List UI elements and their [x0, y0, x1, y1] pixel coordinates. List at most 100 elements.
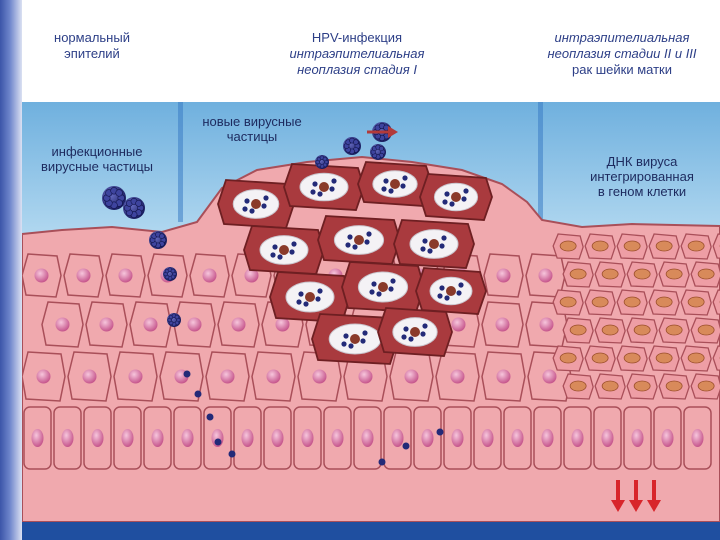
basal-cell	[264, 407, 291, 469]
epithelial-cell	[22, 254, 61, 297]
dysplastic-cell	[585, 234, 615, 259]
epithelial-cell	[436, 352, 479, 401]
dysplastic-cell	[659, 318, 689, 343]
basal-cell	[654, 407, 681, 469]
infected-cell	[342, 262, 424, 312]
dysplastic-cell	[681, 234, 711, 259]
epithelial-cell	[106, 254, 145, 297]
virus-particle-icon	[123, 197, 145, 219]
dysplastic-cell	[691, 318, 720, 343]
epithelial-cell	[64, 254, 103, 297]
header-stage1-line: неоплазия стадия I	[247, 62, 467, 78]
header-normal-line: эпителий	[32, 46, 152, 62]
dysplastic-cell	[649, 234, 679, 259]
virus-dot	[184, 371, 191, 378]
basal-cell	[474, 407, 501, 469]
epithelial-cell	[22, 352, 65, 401]
dysplastic-cell	[553, 346, 583, 371]
epithelial-cell	[114, 352, 157, 401]
basal-cell	[564, 407, 591, 469]
dysplastic-cell	[585, 290, 615, 315]
header-stage2-line: интраэпителиальная	[517, 30, 720, 46]
basal-cell	[54, 407, 81, 469]
basal-cell	[414, 407, 441, 469]
epithelial-cell	[174, 302, 215, 347]
header-neoplasia-stage2-3: интраэпителиальная неоплазия стадии II и…	[517, 30, 720, 78]
basal-cell	[384, 407, 411, 469]
infected-cell	[394, 220, 474, 268]
dysplastic-cell	[563, 318, 593, 343]
dysplastic-cell	[595, 262, 625, 287]
basal-cell	[324, 407, 351, 469]
infected-cell	[244, 226, 324, 274]
label-new-line: новые вирусные	[192, 114, 312, 129]
basal-cell	[114, 407, 141, 469]
epithelial-cell	[190, 254, 229, 297]
dysplastic-cell	[617, 346, 647, 371]
epithelial-cell	[482, 302, 523, 347]
infected-cell	[284, 164, 364, 210]
header-stage2-line: неоплазия стадии II и III	[517, 46, 720, 62]
epithelial-cell	[130, 302, 171, 347]
dysplastic-cell	[691, 262, 720, 287]
dysplastic-cell	[649, 346, 679, 371]
bottom-strip	[22, 522, 720, 540]
dysplastic-cell	[659, 262, 689, 287]
basal-cell	[174, 407, 201, 469]
header-stage2-line: рак шейки матки	[517, 62, 720, 78]
label-new-virus-particles: новые вирусные частицы	[192, 114, 312, 144]
infected-cell	[378, 308, 452, 356]
dysplastic-cell	[595, 318, 625, 343]
epithelial-cell	[68, 352, 111, 401]
header-stage1-line: HPV-инфекция	[247, 30, 467, 46]
virus-particle-icon	[343, 137, 361, 155]
dysplastic-cell	[627, 374, 657, 399]
epithelial-cell	[86, 302, 127, 347]
virus-particle-icon	[167, 313, 181, 327]
infected-cell	[416, 268, 486, 314]
infected-cell	[318, 216, 400, 264]
epithelial-cell	[252, 352, 295, 401]
label-dna-line: интегрированная	[577, 169, 707, 184]
dysplastic-cell	[659, 374, 689, 399]
dysplastic-cell	[595, 374, 625, 399]
header-band: нормальный эпителий HPV-инфекция интраэп…	[22, 0, 720, 102]
infected-cell	[218, 180, 294, 228]
header-normal-epithelium: нормальный эпителий	[32, 30, 152, 62]
dysplastic-cell	[691, 374, 720, 399]
basal-cell	[144, 407, 171, 469]
dysplastic-cell	[563, 374, 593, 399]
basal-cell	[444, 407, 471, 469]
basal-cell	[534, 407, 561, 469]
label-integrated-dna: ДНК вируса интегрированная в геном клетк…	[577, 154, 707, 199]
virus-dot	[229, 451, 236, 458]
basal-cell	[234, 407, 261, 469]
epithelial-cell	[484, 254, 523, 297]
basal-cell	[624, 407, 651, 469]
virus-dot	[379, 459, 386, 466]
label-infectious-line: инфекционные	[22, 144, 172, 159]
dysplastic-cell	[617, 290, 647, 315]
dysplastic-cell	[585, 346, 615, 371]
label-infectious-line: вирусные частицы	[22, 159, 172, 174]
epithelial-cell	[218, 302, 259, 347]
dysplastic-cell	[649, 290, 679, 315]
epithelium-scene: инфекционные вирусные частицы новые виру…	[22, 102, 720, 522]
basal-cell	[504, 407, 531, 469]
divider-left	[178, 102, 183, 222]
virus-particle-icon	[315, 155, 329, 169]
dysplastic-cell	[627, 262, 657, 287]
label-dna-line: в геном клетки	[577, 184, 707, 199]
basal-cell	[294, 407, 321, 469]
virus-particle-icon	[102, 186, 126, 210]
virus-dot	[207, 414, 214, 421]
basal-cell	[354, 407, 381, 469]
header-stage1-line: интраэпителиальная	[247, 46, 467, 62]
basal-cell	[684, 407, 711, 469]
virus-particle-icon	[149, 231, 167, 249]
label-new-line: частицы	[192, 129, 312, 144]
dysplastic-cell	[563, 262, 593, 287]
label-infectious-particles: инфекционные вирусные частицы	[22, 144, 172, 174]
dysplastic-cell	[553, 290, 583, 315]
epithelial-cell	[206, 352, 249, 401]
